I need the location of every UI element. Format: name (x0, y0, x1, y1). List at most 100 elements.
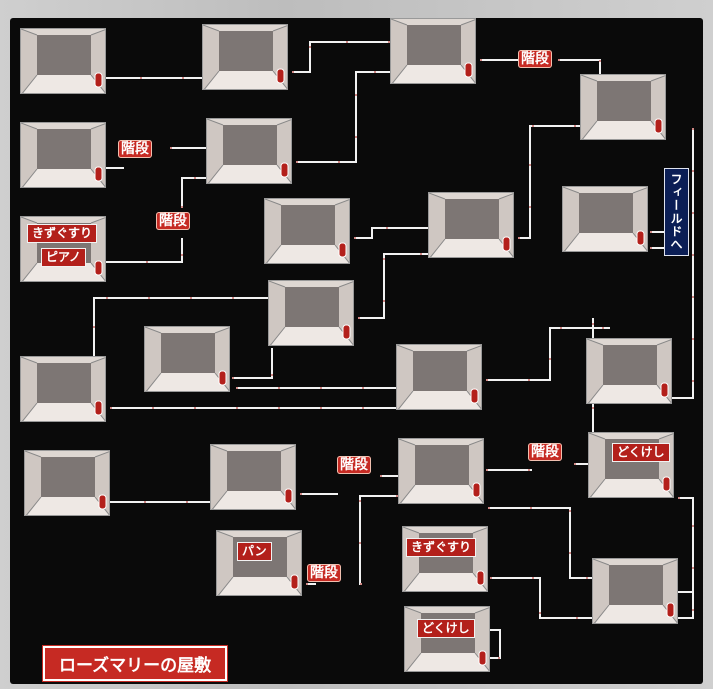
room-edge (468, 439, 483, 446)
connector-line (104, 147, 210, 169)
room (206, 118, 292, 184)
room-floor (146, 373, 229, 391)
room-edge (286, 531, 301, 538)
room-edge (338, 281, 353, 288)
room-floor (400, 485, 483, 503)
connector-line (181, 177, 210, 208)
room (20, 356, 106, 422)
room-back-wall (415, 445, 469, 485)
room-edge (656, 339, 671, 346)
room-side-wall (145, 327, 161, 391)
connector-accent (480, 59, 601, 128)
room-interior (563, 187, 647, 251)
room (580, 74, 666, 140)
room-floor (392, 65, 475, 83)
connector-line (678, 497, 694, 619)
room-back-wall (413, 351, 467, 391)
room (216, 530, 302, 596)
room-edge (650, 75, 665, 82)
room (202, 24, 288, 90)
room-floor (404, 573, 487, 591)
room-edge (632, 187, 647, 194)
connector-line (104, 238, 183, 263)
room-back-wall (579, 193, 633, 233)
stairs-label: 階段 (518, 50, 552, 68)
room-edge (405, 652, 422, 671)
room-side-wall (211, 445, 227, 509)
room-side-wall (217, 531, 233, 595)
room-edge (21, 217, 38, 224)
connector-accent (232, 348, 273, 379)
label-bread: パン (237, 542, 272, 561)
room-interior (403, 527, 487, 591)
room-edge (217, 576, 234, 595)
room (24, 450, 110, 516)
door-icon (470, 388, 479, 404)
room-edge (658, 433, 673, 440)
room (592, 558, 678, 624)
room-edge (403, 527, 420, 534)
room-back-wall (603, 345, 657, 385)
label-healing-herb: きずぐすり (27, 224, 98, 243)
room-side-wall (25, 451, 41, 515)
room-side-wall (21, 29, 37, 93)
connector-line (486, 327, 610, 381)
room-interior (581, 75, 665, 139)
room-edge (269, 326, 286, 345)
door-icon (94, 400, 103, 416)
room-floor (582, 121, 665, 139)
room-back-wall (285, 287, 339, 327)
room (20, 122, 106, 188)
room-edge (269, 281, 286, 288)
room-edge (662, 559, 677, 566)
field-exit-label: フィールドへ (664, 168, 689, 256)
room-interior (265, 199, 349, 263)
room-edge (589, 433, 606, 440)
door-icon (94, 72, 103, 88)
room-edge (90, 357, 105, 364)
door-icon (502, 236, 511, 252)
room-edge (21, 262, 38, 281)
room-floor (26, 497, 109, 515)
room-edge (429, 193, 446, 200)
door-icon (98, 494, 107, 510)
room-edge (207, 164, 224, 183)
room-side-wall (587, 339, 603, 403)
label-antidote: どくけし (612, 443, 670, 462)
room-edge (460, 19, 475, 26)
door-icon (636, 230, 645, 246)
room-edge (587, 384, 604, 403)
room-edge (466, 345, 481, 352)
room-back-wall (445, 199, 499, 239)
room-interior (405, 607, 489, 671)
room-edge (94, 451, 109, 458)
door-icon (662, 476, 671, 492)
door-icon (284, 488, 293, 504)
room-side-wall (265, 199, 281, 263)
room-interior (25, 451, 109, 515)
room-edge (90, 217, 105, 224)
connector-line (486, 463, 594, 471)
room-edge (472, 527, 487, 534)
door-icon (478, 650, 487, 666)
room-edge (403, 572, 420, 591)
room-edge (21, 123, 38, 130)
room (268, 280, 354, 346)
room-floor (208, 165, 291, 183)
room (20, 28, 106, 94)
room-interior (203, 25, 287, 89)
door-icon (276, 68, 285, 84)
room-interior (397, 345, 481, 409)
room-edge (498, 193, 513, 200)
room-side-wall (391, 19, 407, 83)
room-floor (212, 491, 295, 509)
room-side-wall (21, 357, 37, 421)
room (210, 444, 296, 510)
room-edge (276, 119, 291, 126)
door-icon (290, 574, 299, 590)
label-healing-herb: きずぐすり (406, 538, 477, 557)
room-edge (399, 439, 416, 446)
room-interior (429, 193, 513, 257)
room-edge (145, 372, 162, 391)
room-edge (265, 244, 282, 263)
